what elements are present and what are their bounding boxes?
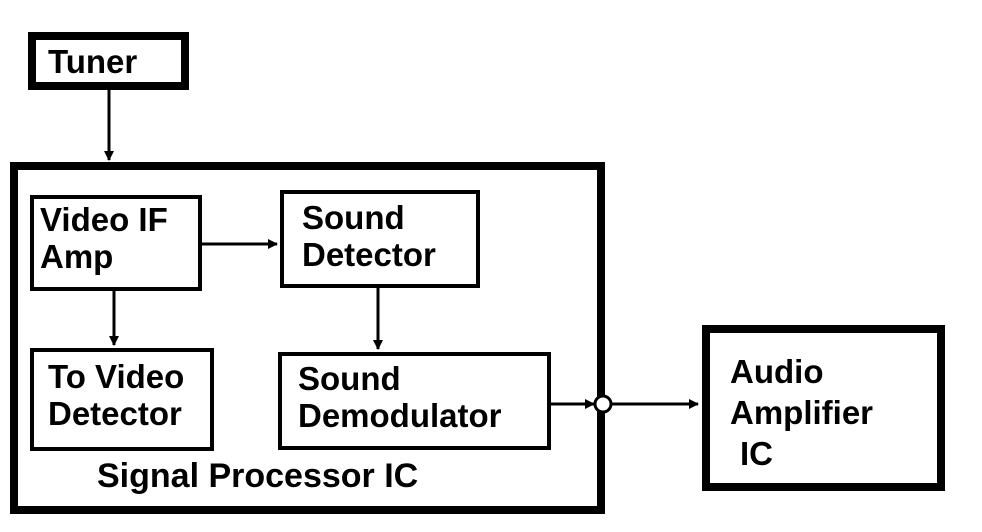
sound-detector-line-2: Detector: [302, 236, 436, 273]
tuner-box: [28, 32, 189, 90]
audio-amplifier-ic-line-3: IC: [740, 435, 773, 472]
to-video-detector-line-2: Detector: [48, 395, 182, 432]
tuner-label: Tuner: [48, 43, 138, 80]
video-if-amp-label: Video IF Amp: [40, 201, 168, 275]
signal-processor-ic-label: Signal Processor IC: [97, 457, 419, 495]
sound-demodulator-line-1: Sound: [298, 360, 401, 397]
sound-demodulator-line-2: Demodulator: [298, 397, 502, 434]
audio-amplifier-ic-box: [702, 325, 945, 491]
video-if-amp-box: [30, 195, 202, 291]
sound-detector-line-1: Sound: [302, 199, 405, 236]
sound-detector-label: Sound Detector: [302, 199, 436, 273]
to-video-detector-label: To Video Detector: [48, 358, 184, 432]
audio-amplifier-ic-label: Audio Amplifier IC: [730, 351, 873, 474]
audio-amplifier-ic-line-2: Amplifier: [730, 394, 874, 431]
sound-demodulator-label: Sound Demodulator: [298, 360, 502, 434]
audio-amplifier-ic-line-1: Audio: [730, 353, 824, 390]
to-video-detector-line-1: To Video: [48, 358, 185, 395]
output-terminal-circle: [593, 394, 613, 414]
video-if-amp-line-2: Amp: [40, 238, 114, 275]
to-video-detector-box: [30, 348, 214, 451]
sound-demodulator-box: [278, 352, 551, 450]
video-if-amp-line-1: Video IF: [40, 201, 168, 238]
sound-detector-box: [280, 190, 480, 288]
